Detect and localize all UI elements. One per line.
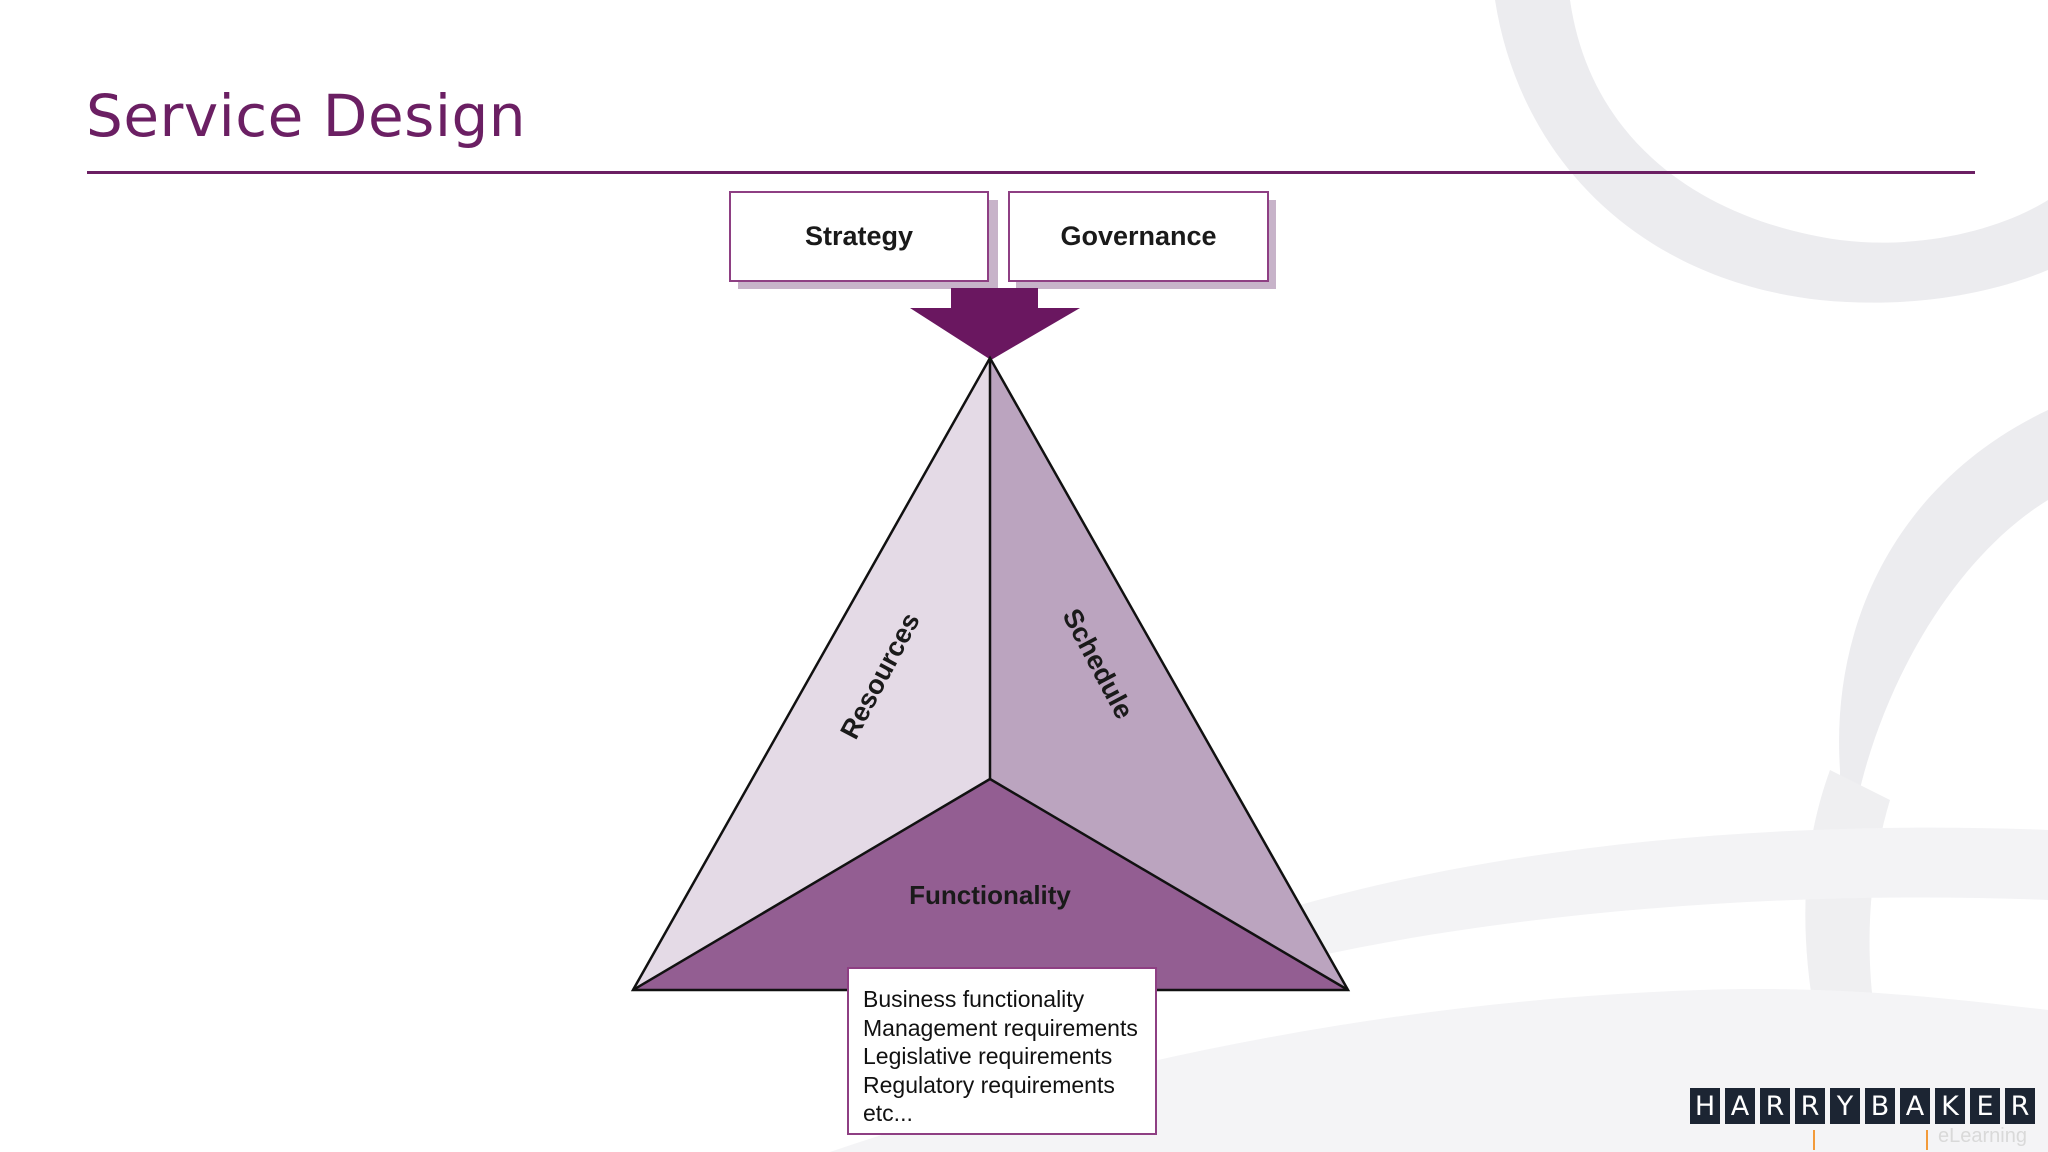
logo-letter: R <box>1795 1088 1825 1124</box>
logo-letter: R <box>1760 1088 1790 1124</box>
face-functionality <box>633 779 1348 990</box>
logo-letter: B <box>1865 1088 1895 1124</box>
logo-letter: E <box>1970 1088 2000 1124</box>
logo-letter: H <box>1690 1088 1720 1124</box>
requirement-item: Legislative requirements <box>863 1043 1113 1069</box>
requirement-item: Management requirements <box>863 1014 1138 1041</box>
requirement-item: Regulatory requirements <box>863 1071 1115 1098</box>
logo-letter: A <box>1900 1088 1930 1124</box>
logo-letter: K <box>1935 1088 1965 1124</box>
logo-subtitle: eLearning <box>1938 1125 2027 1147</box>
logo-letter: A <box>1725 1088 1755 1124</box>
requirement-item: Business functionality <box>863 986 1085 1012</box>
label-functionality: Functionality <box>909 880 1071 910</box>
strategy-box: Strategy <box>729 191 989 282</box>
governance-box: Governance <box>1008 191 1269 282</box>
requirements-box: Business functionality Management requir… <box>847 967 1157 1135</box>
title-divider <box>87 171 1975 174</box>
requirement-item: etc... <box>863 1100 913 1126</box>
logo-accent <box>1813 1130 1815 1150</box>
harrybaker-logo: H A R R Y B A K E R <box>1690 1088 2035 1124</box>
down-arrow-icon <box>910 288 1080 360</box>
logo-letter: R <box>2005 1088 2035 1124</box>
logo-accent <box>1926 1130 1928 1150</box>
logo-letter: Y <box>1830 1088 1860 1124</box>
page-title: Service Design <box>86 82 527 150</box>
